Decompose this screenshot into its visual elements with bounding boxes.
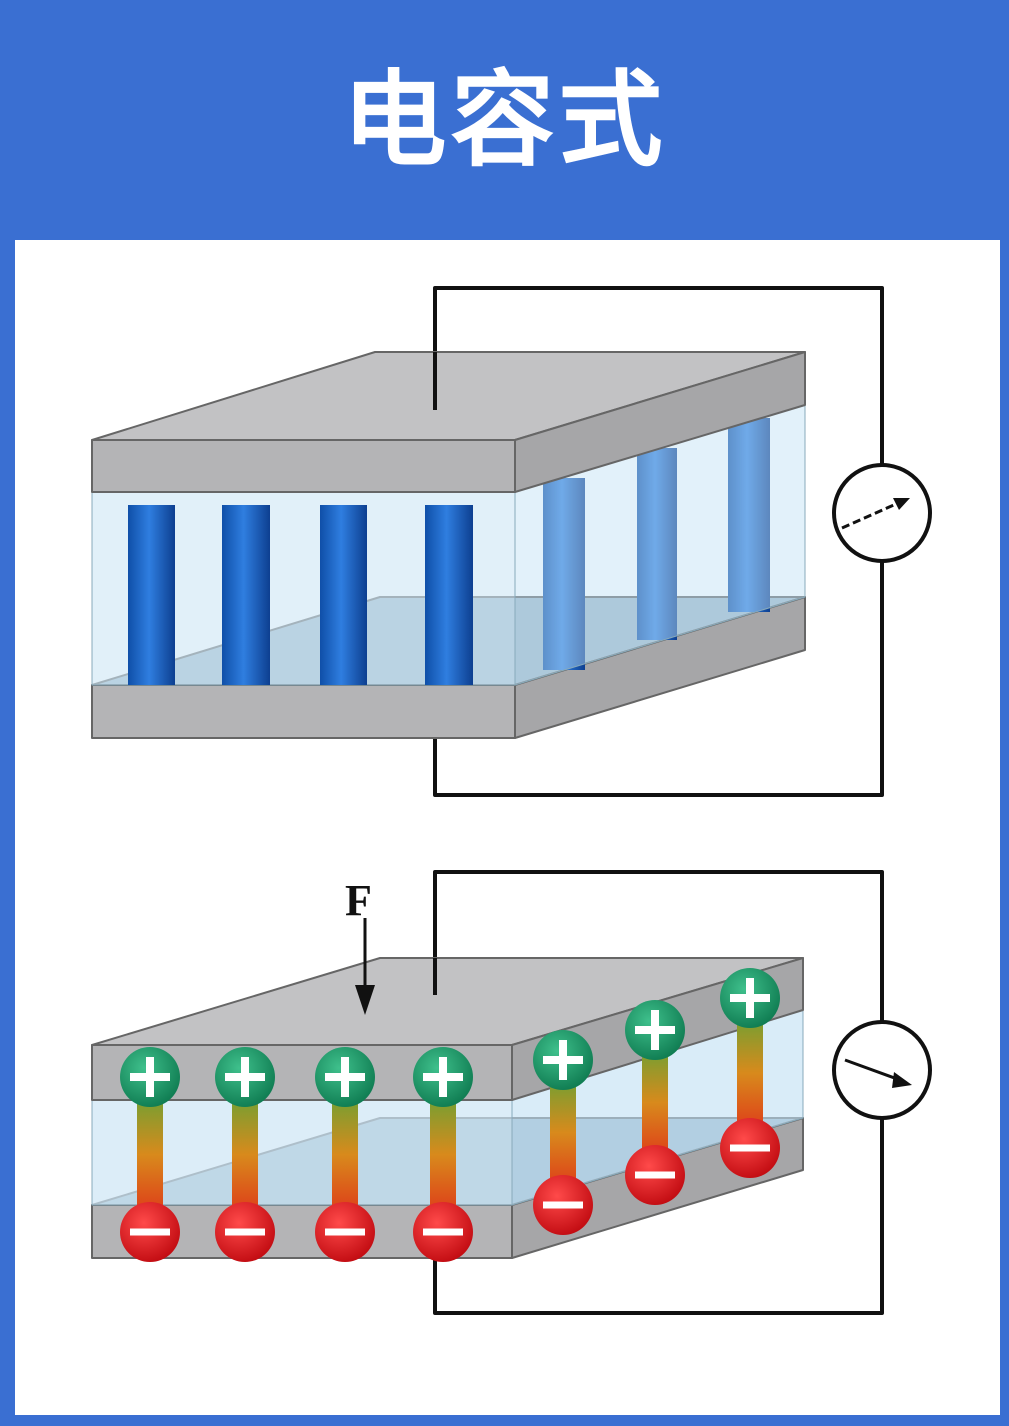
uncompressed-capacitor xyxy=(91,286,932,797)
negative-charge-icon xyxy=(120,1202,180,1262)
pillar xyxy=(425,505,473,685)
positive-charge-icon xyxy=(315,1047,375,1107)
compressed-capacitor: F xyxy=(91,870,932,1315)
positive-charge-icon xyxy=(720,968,780,1028)
pillar xyxy=(728,418,770,612)
negative-charge-icon xyxy=(315,1202,375,1262)
force-label: F xyxy=(345,876,372,925)
meter-icon xyxy=(832,1020,932,1120)
dipole xyxy=(533,1030,593,1235)
circuit-wire-bottom xyxy=(433,561,884,797)
positive-charge-icon xyxy=(215,1047,275,1107)
pillar xyxy=(543,478,585,670)
dipole xyxy=(720,968,780,1178)
negative-charge-icon xyxy=(533,1175,593,1235)
positive-charge-icon xyxy=(120,1047,180,1107)
positive-charge-icon xyxy=(625,1000,685,1060)
bottom-plate-front xyxy=(91,684,516,739)
dipole xyxy=(625,1000,685,1205)
circuit-wire-top xyxy=(433,286,884,465)
negative-charge-icon xyxy=(625,1145,685,1205)
circuit-wire-bottom xyxy=(433,1118,884,1315)
negative-charge-icon xyxy=(413,1202,473,1262)
force-arrow-icon xyxy=(355,918,375,1015)
positive-charge-icon xyxy=(413,1047,473,1107)
positive-charge-icon xyxy=(533,1030,593,1090)
dipole xyxy=(215,1047,275,1262)
page-title: 电容式 xyxy=(342,59,667,181)
dipole xyxy=(120,1047,180,1262)
pillar xyxy=(637,448,677,640)
dipole xyxy=(413,1047,473,1262)
meter-icon xyxy=(832,463,932,563)
top-plate-front xyxy=(91,439,516,493)
dipole xyxy=(315,1047,375,1262)
negative-charge-icon xyxy=(720,1118,780,1178)
circuit-wire-top xyxy=(433,870,884,1022)
negative-charge-icon xyxy=(215,1202,275,1262)
pillar xyxy=(128,505,175,685)
pillar xyxy=(320,505,367,685)
top-plate-side xyxy=(514,351,806,493)
pillar xyxy=(222,505,270,685)
